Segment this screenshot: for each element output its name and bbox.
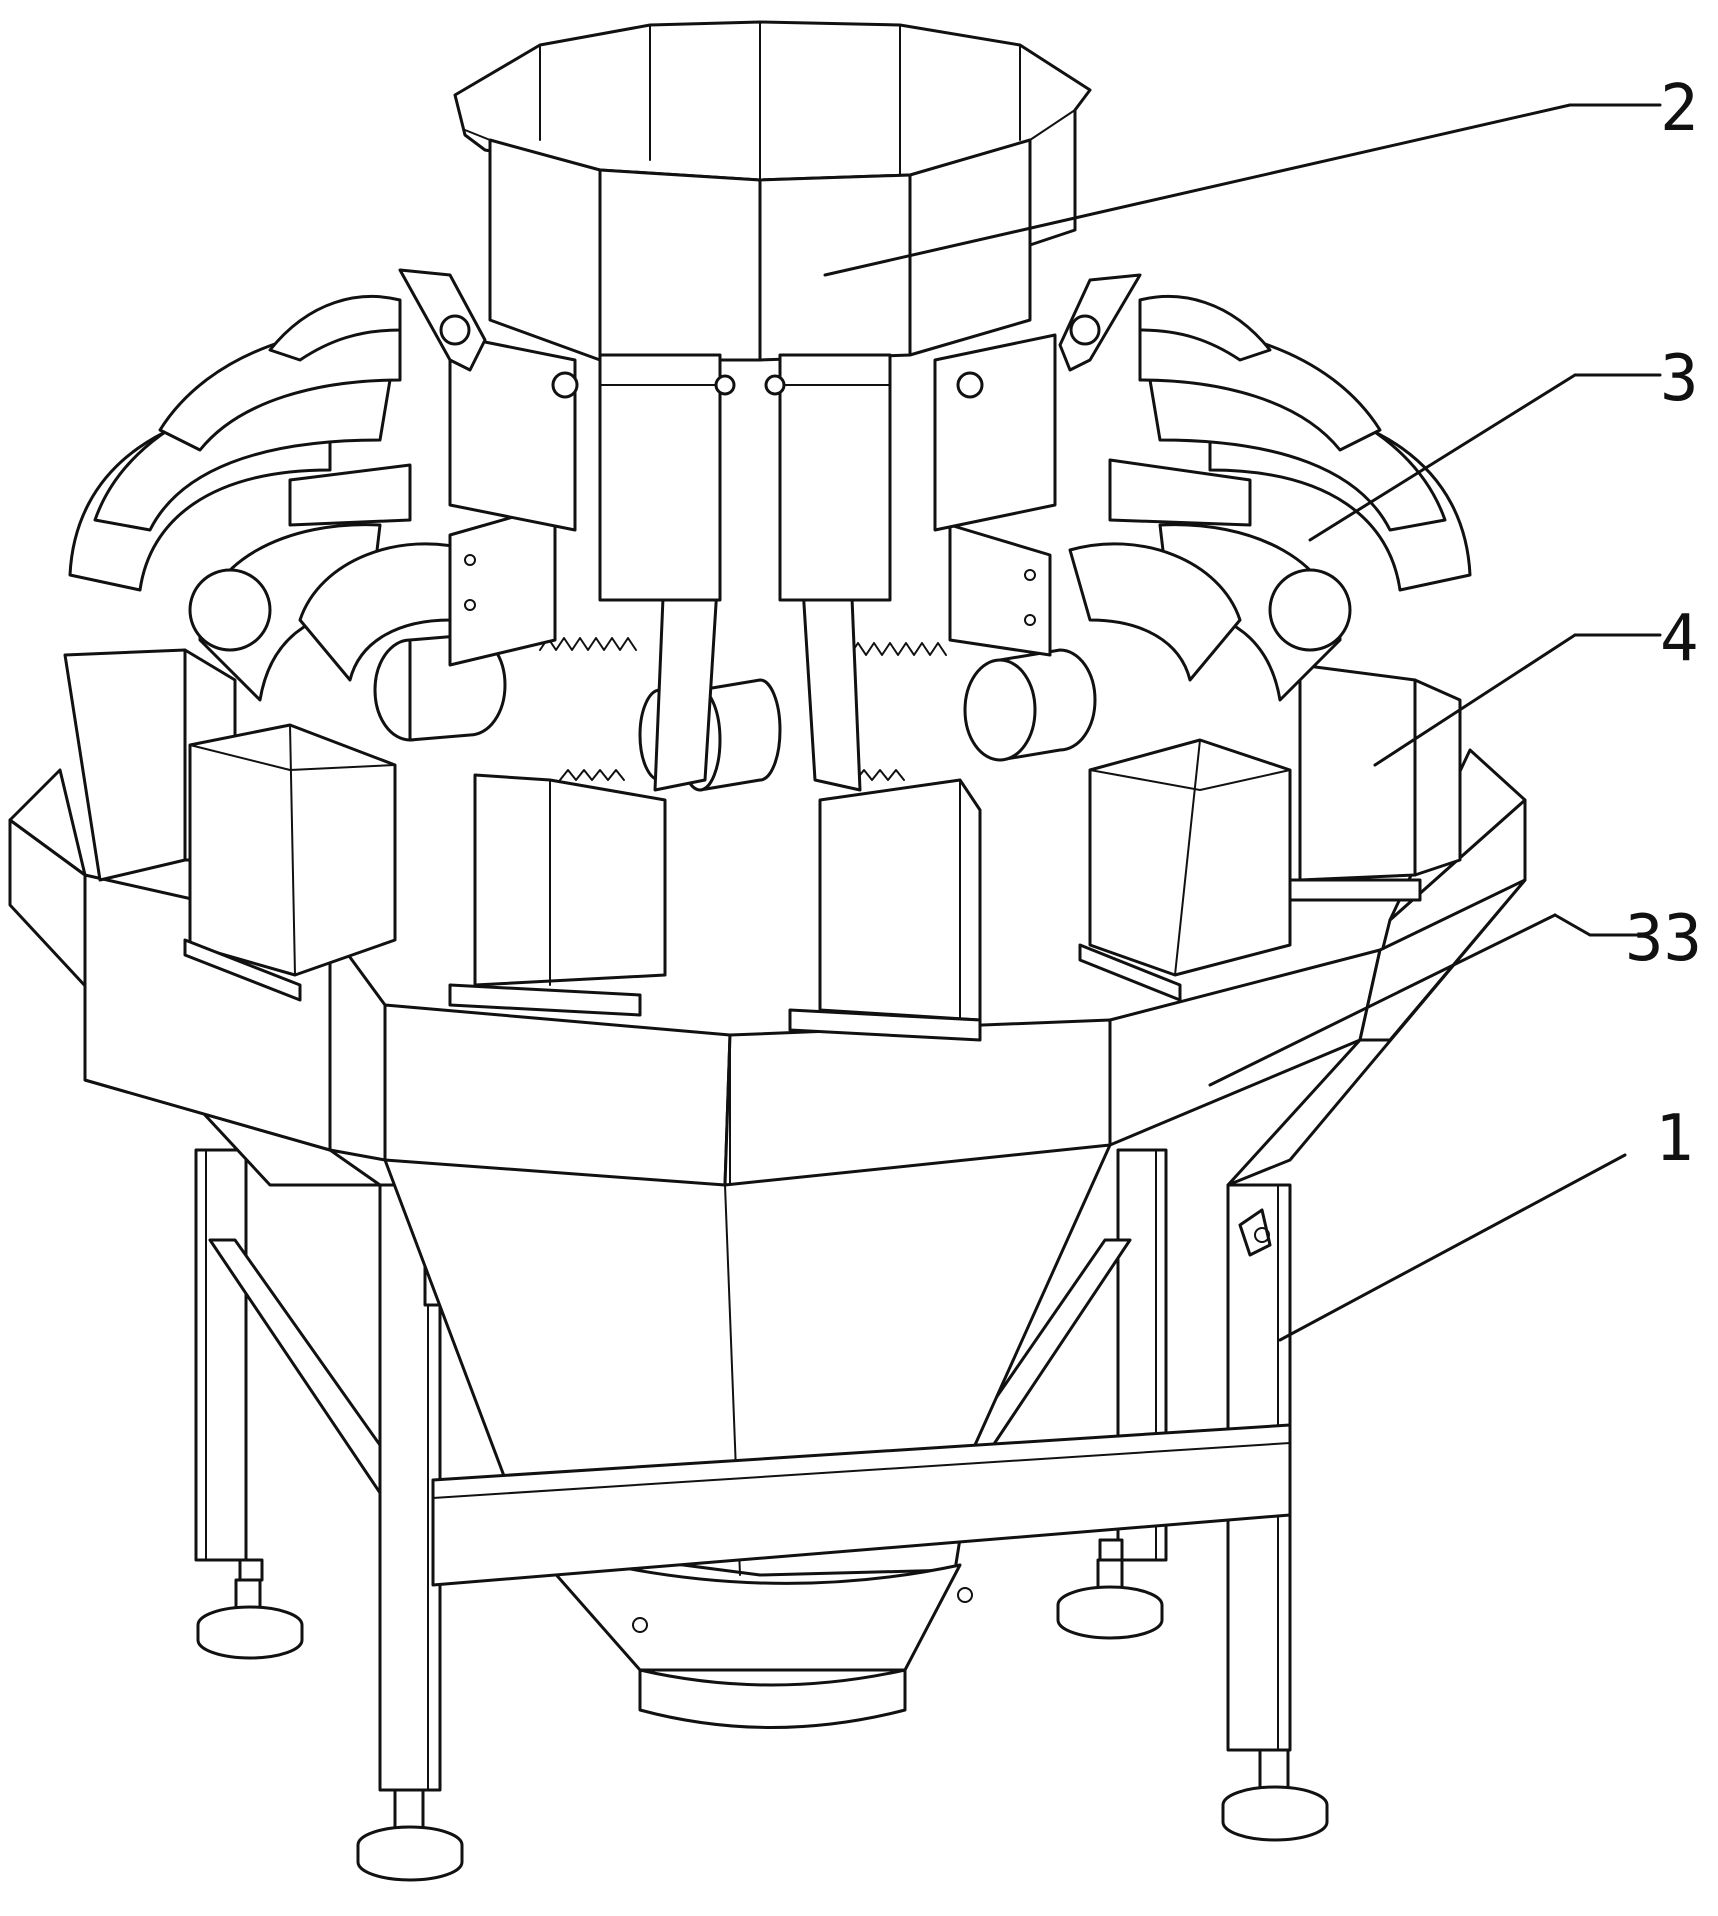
callout-label-3: 3 xyxy=(1660,342,1699,416)
central-feed-hopper xyxy=(400,22,1140,600)
leader-part-1 xyxy=(1280,1155,1625,1340)
callout-labels: 2 3 4 33 1 xyxy=(1625,72,1702,1176)
foot-back-left xyxy=(198,1580,302,1658)
foot-front-left xyxy=(358,1790,462,1880)
foot-back-right xyxy=(1058,1560,1162,1638)
weigh-hopper-far-right xyxy=(1290,665,1460,900)
callout-label-33: 33 xyxy=(1625,902,1702,976)
leg-back-left xyxy=(196,1150,262,1580)
callout-label-4: 4 xyxy=(1660,602,1699,676)
callout-label-1: 1 xyxy=(1655,1102,1694,1176)
weigh-hopper-right xyxy=(1080,740,1290,1000)
weigh-hopper-center-right xyxy=(790,780,980,1040)
weigh-hopper-left xyxy=(185,725,395,1000)
foot-front-right xyxy=(1223,1750,1327,1840)
callout-label-2: 2 xyxy=(1660,72,1699,146)
weigh-hopper-center-left xyxy=(450,775,665,1015)
